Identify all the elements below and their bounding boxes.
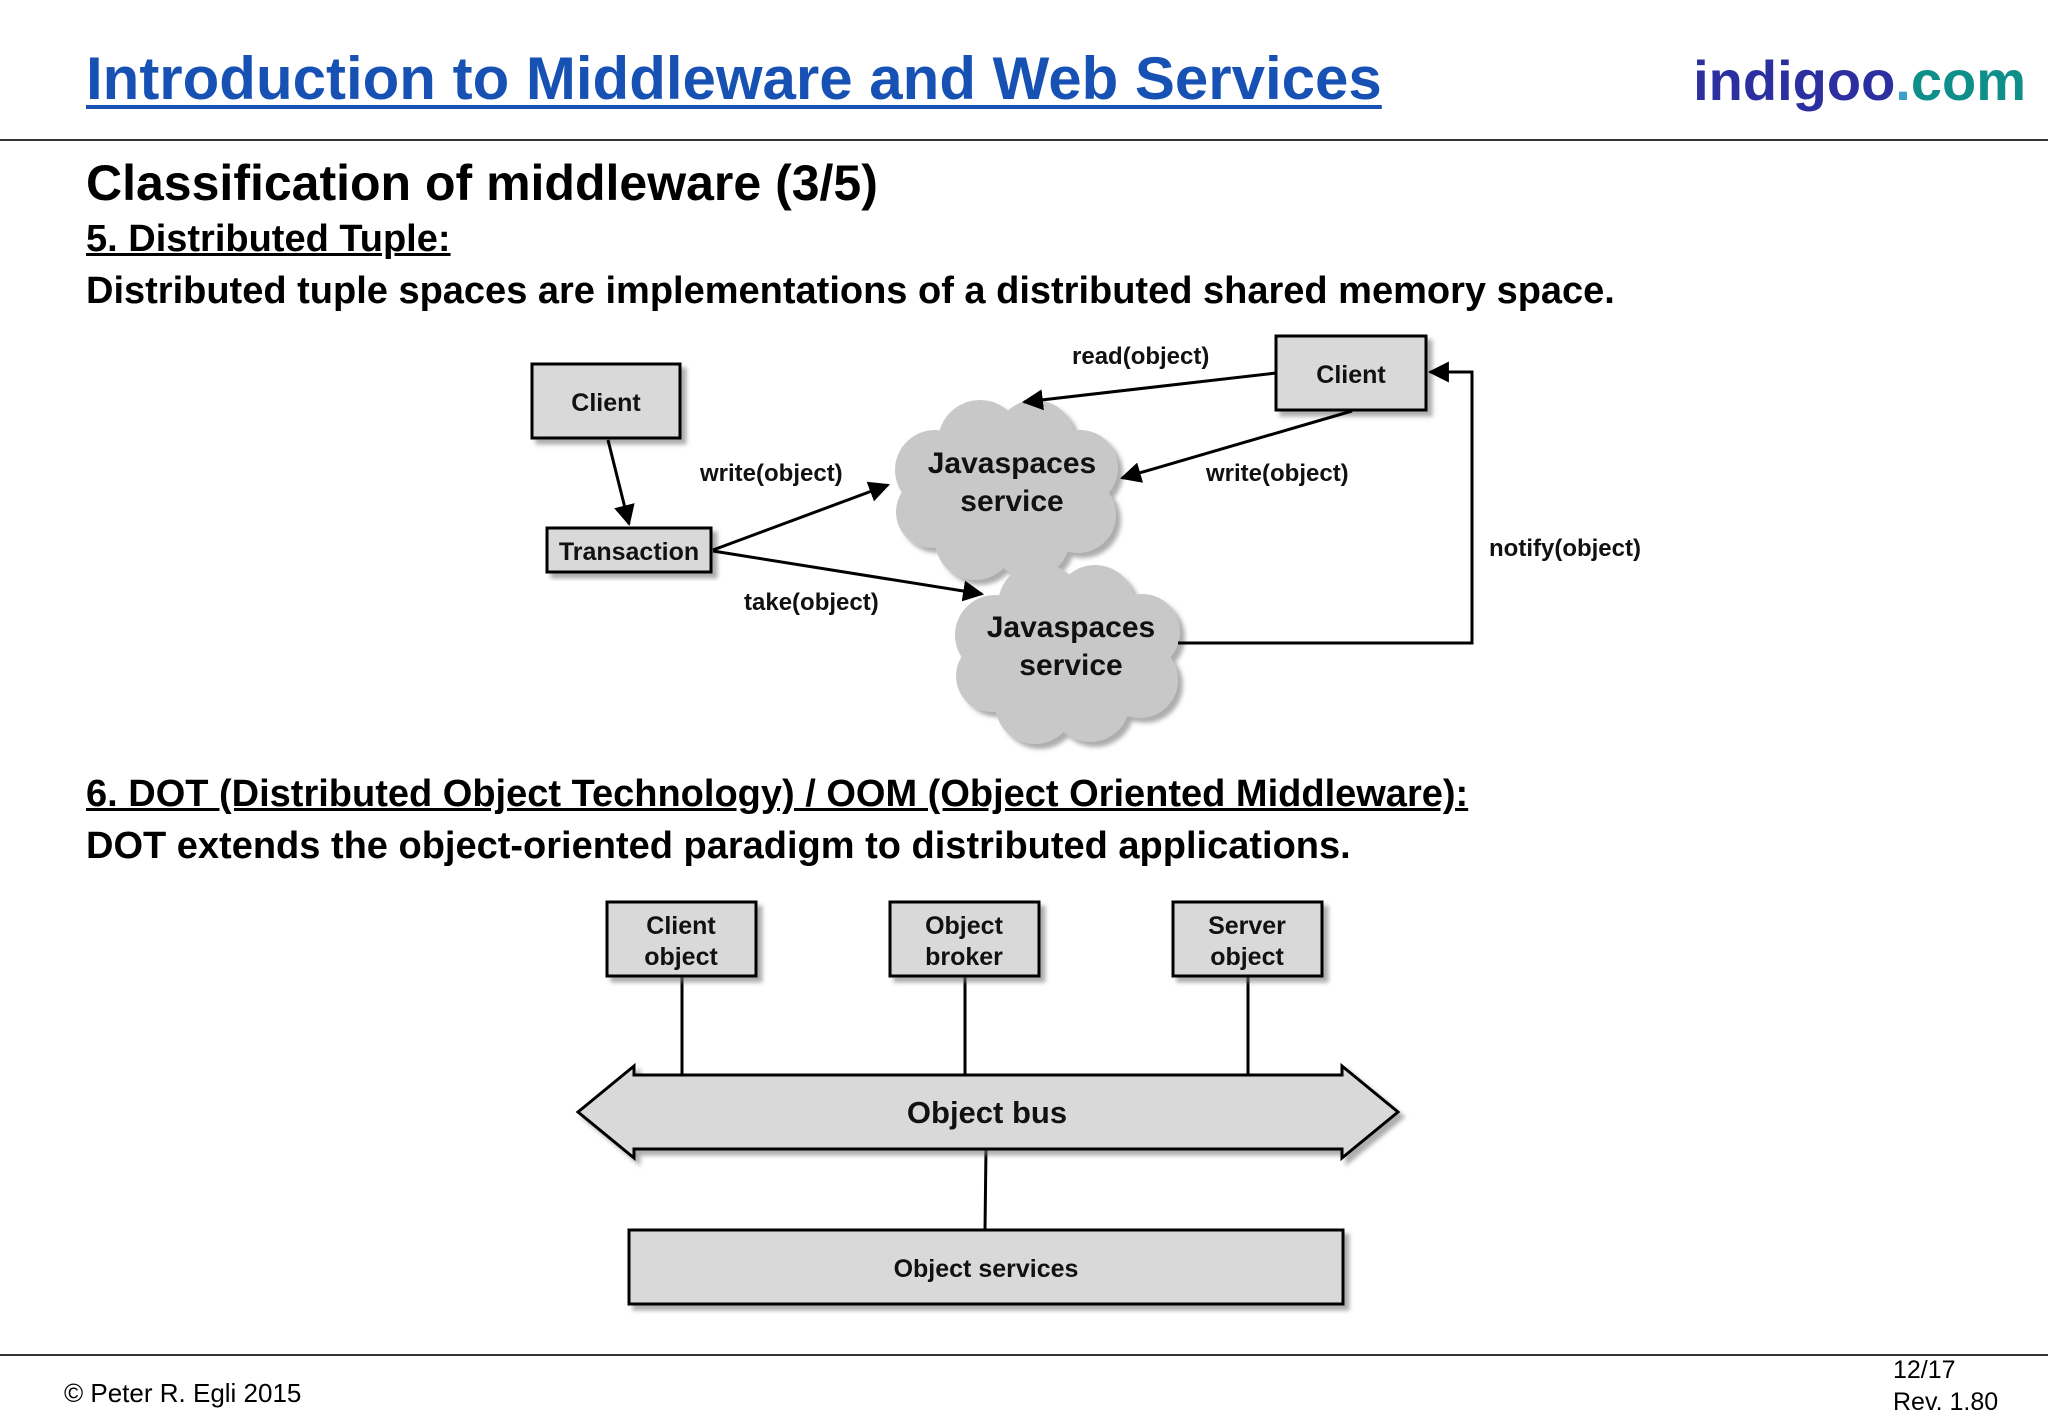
brand-tld: com bbox=[1910, 49, 2026, 112]
header-divider bbox=[0, 139, 2048, 141]
cloud1-label-line2: service bbox=[960, 485, 1063, 518]
label-read: read(object) bbox=[1072, 343, 1209, 370]
footer-divider bbox=[0, 1354, 2048, 1356]
tuple-heading: 5. Distributed Tuple: bbox=[86, 218, 451, 260]
object-bus-arrow bbox=[575, 1062, 1401, 1162]
label-write-left: write(object) bbox=[699, 460, 843, 487]
transaction-label: Transaction bbox=[559, 538, 699, 566]
revision: Rev. 1.80 bbox=[1893, 1388, 1999, 1416]
server-object-label-line2: object bbox=[1210, 943, 1284, 971]
label-take: take(object) bbox=[744, 589, 879, 616]
client-right-label: Client bbox=[1316, 361, 1386, 389]
cloud1-label-line1: Javaspaces bbox=[928, 447, 1097, 480]
arrow-take bbox=[712, 549, 985, 602]
object-services-box bbox=[627, 1228, 1345, 1306]
label-write-right: write(object) bbox=[1205, 460, 1349, 487]
dot-description: DOT extends the object-oriented paradigm… bbox=[86, 825, 1351, 867]
brand-logo: indigoo.com bbox=[1693, 48, 2026, 113]
arrow-write-right bbox=[1119, 409, 1353, 483]
javaspaces-cloud-2 bbox=[955, 563, 1180, 744]
copyright: © Peter R. Egli 2015 bbox=[64, 1378, 302, 1408]
slide-title: Introduction to Middleware and Web Servi… bbox=[86, 45, 1382, 112]
object-broker-label-line2: broker bbox=[925, 943, 1003, 971]
client-object-box bbox=[605, 900, 758, 978]
client-left-label: Client bbox=[571, 389, 641, 417]
brand-name: indigoo bbox=[1693, 49, 1896, 112]
arrow-write-left bbox=[712, 481, 890, 552]
object-bus-label: Object bus bbox=[907, 1095, 1067, 1130]
page-number: 12/17 bbox=[1893, 1356, 1956, 1384]
object-services-label: Object services bbox=[894, 1255, 1079, 1283]
client-object-label-line2: object bbox=[644, 943, 718, 971]
brand-dot: . bbox=[1895, 49, 1911, 112]
label-notify: notify(object) bbox=[1489, 535, 1641, 562]
cloud2-label-line2: service bbox=[1019, 649, 1122, 682]
server-object-box bbox=[1171, 900, 1324, 978]
javaspaces-cloud-1 bbox=[895, 400, 1118, 580]
connector-object-services bbox=[983, 1147, 988, 1231]
cloud2-label-line1: Javaspaces bbox=[987, 611, 1156, 644]
transaction-box bbox=[545, 526, 713, 574]
arrow-client-to-transaction bbox=[606, 439, 635, 527]
object-broker-label-line1: Object bbox=[925, 912, 1003, 940]
section-title: Classification of middleware (3/5) bbox=[86, 155, 878, 211]
arrow-read bbox=[1021, 371, 1277, 411]
arrow-notify bbox=[1178, 361, 1474, 645]
client-object-label-line1: Client bbox=[646, 912, 716, 940]
client-left-box bbox=[530, 362, 682, 440]
dot-heading: 6. DOT (Distributed Object Technology) /… bbox=[86, 773, 1469, 815]
object-broker-box bbox=[888, 900, 1041, 978]
tuple-description: Distributed tuple spaces are implementat… bbox=[86, 270, 1615, 312]
server-object-label-line1: Server bbox=[1208, 912, 1286, 940]
